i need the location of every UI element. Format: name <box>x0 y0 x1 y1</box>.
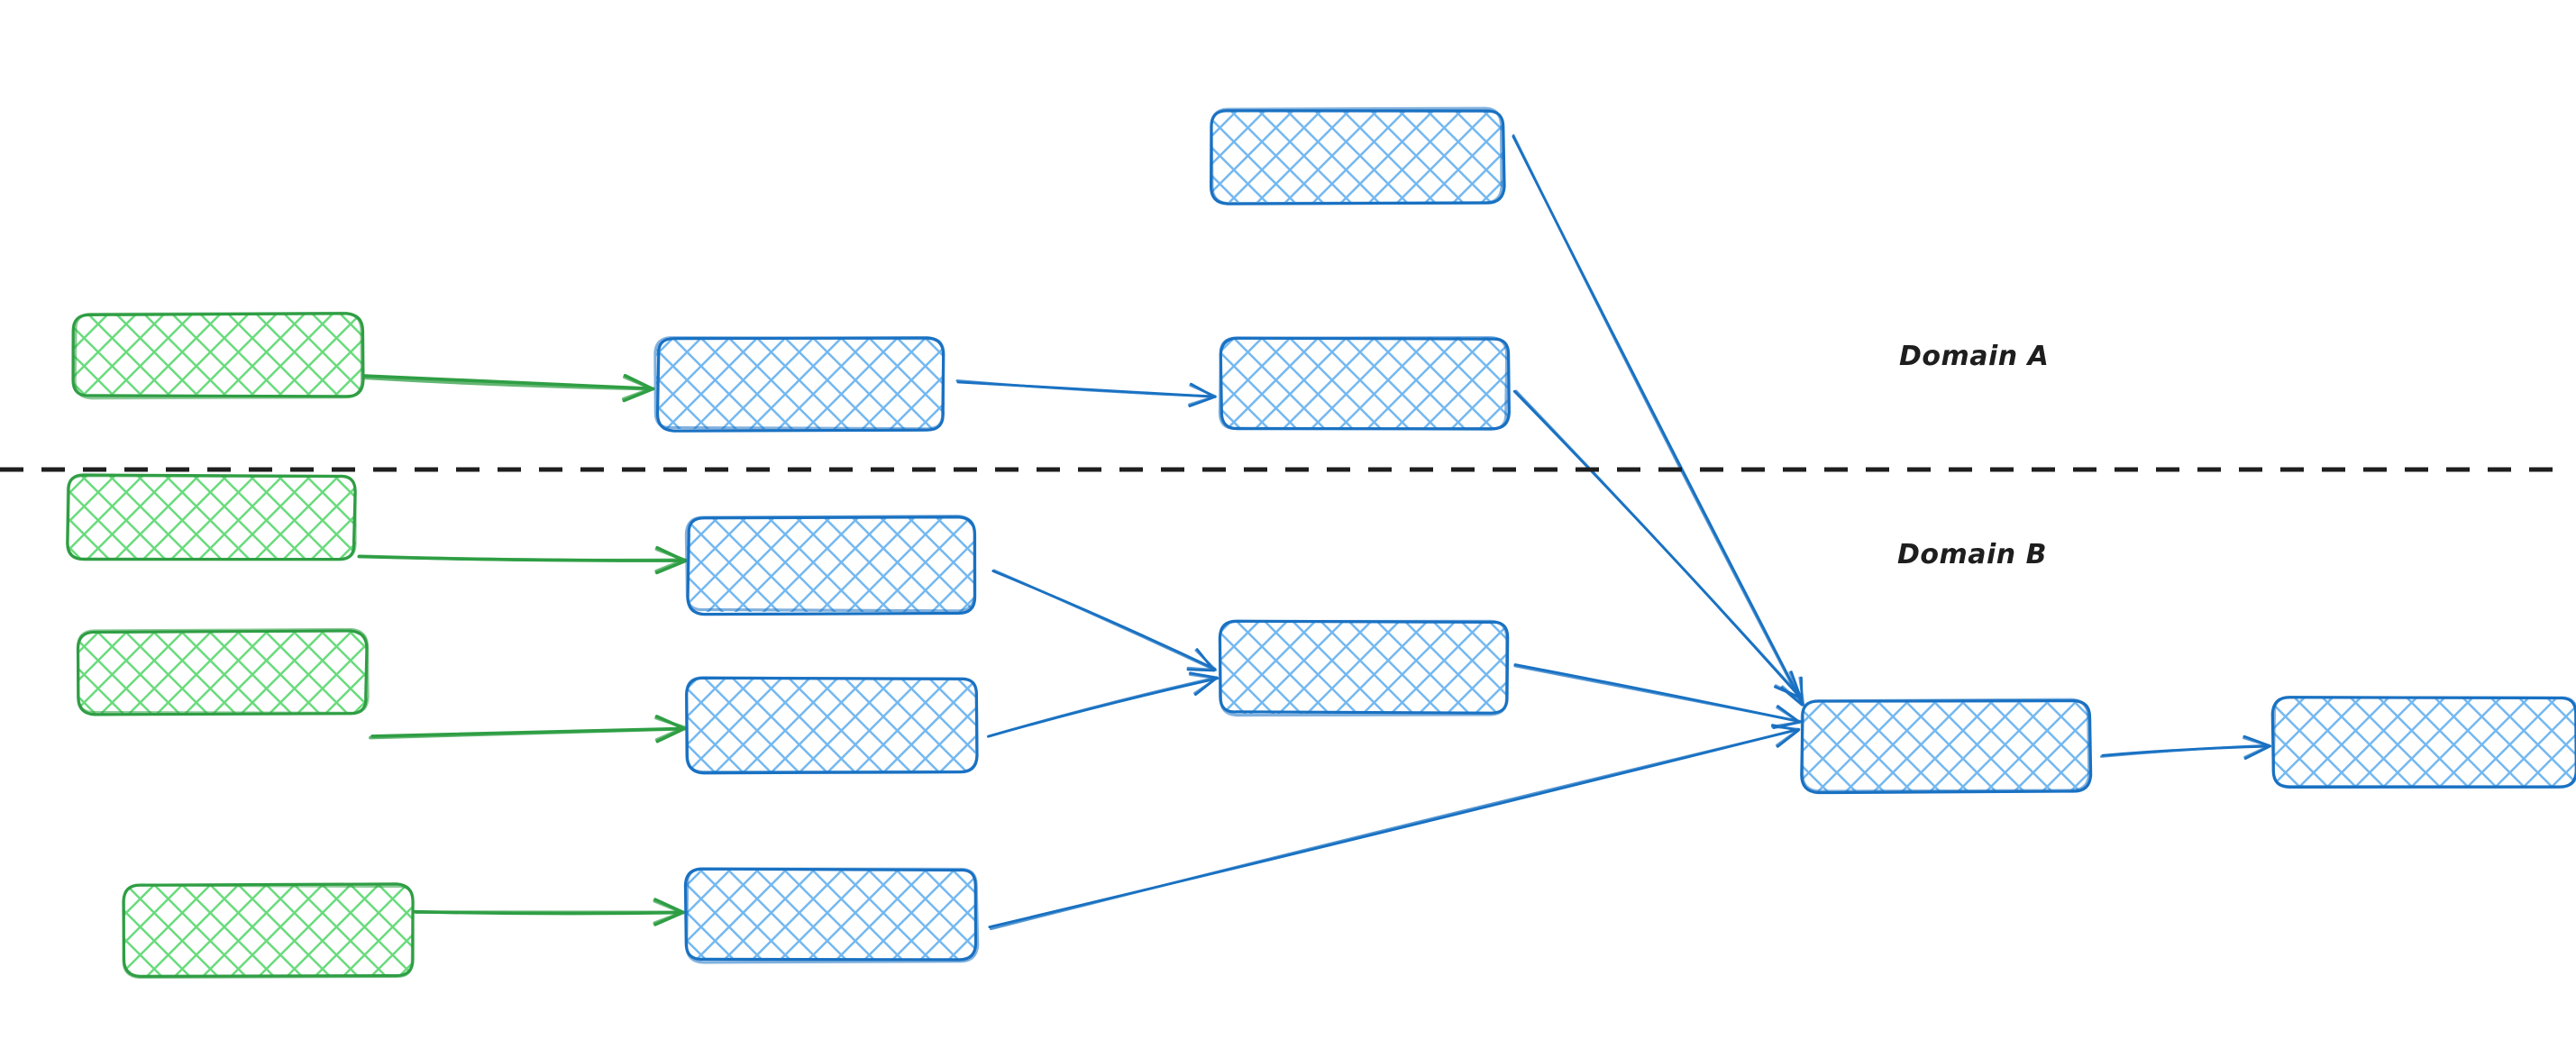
node-b-src-2[interactable] <box>76 627 370 716</box>
edge-b-src-3-to-b-mid-3[interactable] <box>413 898 685 926</box>
edges-layer <box>357 133 2272 931</box>
edge-a-mid-1-to-a-right-1[interactable] <box>955 379 1217 407</box>
node-b-src-3[interactable] <box>122 882 415 980</box>
edge-b-src-1-to-b-mid-1[interactable] <box>357 545 688 575</box>
node-a-src-1[interactable] <box>71 311 365 400</box>
edge-a-right-1-to-b-join-2[interactable] <box>1512 389 1803 700</box>
edge-a-top-1-to-b-join-2[interactable] <box>1512 133 1805 707</box>
edge-b-mid-2-to-b-join-1[interactable] <box>986 671 1219 738</box>
node-b-join-1[interactable] <box>1218 619 1510 717</box>
node-b-sink-1[interactable] <box>2270 696 2576 789</box>
domain-b-label: Domain B <box>1897 539 2047 570</box>
node-b-src-1[interactable] <box>66 473 357 561</box>
node-b-mid-1[interactable] <box>684 515 977 616</box>
edge-b-mid-3-to-b-join-2[interactable] <box>988 724 1801 931</box>
nodes-layer <box>66 106 2576 980</box>
node-a-top-1[interactable] <box>1210 106 1506 205</box>
node-a-right-1[interactable] <box>1218 335 1511 431</box>
edge-b-join-2-to-b-sink-1[interactable] <box>2099 734 2272 761</box>
node-b-mid-3[interactable] <box>683 867 980 964</box>
node-b-mid-2[interactable] <box>685 676 979 775</box>
edge-b-join-1-to-b-join-2[interactable] <box>1513 663 1802 730</box>
node-b-join-2[interactable] <box>1800 698 2093 795</box>
domain-a-label: Domain A <box>1899 341 2050 372</box>
edge-b-mid-1-to-b-join-1[interactable] <box>991 569 1218 672</box>
edge-b-src-2-to-b-mid-2[interactable] <box>369 715 687 743</box>
node-a-mid-1[interactable] <box>653 336 945 433</box>
edge-a-src-1-to-a-mid-1[interactable] <box>361 373 655 403</box>
